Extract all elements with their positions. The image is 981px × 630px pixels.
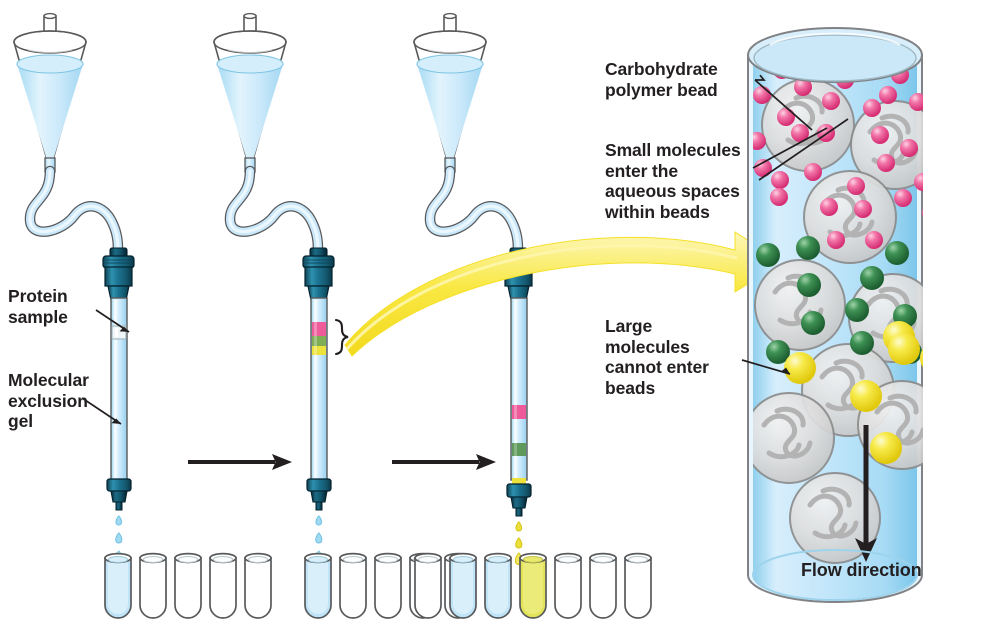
stage-3-reservoir: [413, 12, 524, 258]
collection-tube: [244, 552, 272, 619]
large-molecules-label: Large molecules cannot enter beads: [605, 316, 709, 398]
stage-2-to-3-arrow: [392, 454, 496, 470]
protein-sample-label: Protein sample: [8, 286, 68, 327]
apparatus-stage-1: [13, 12, 272, 619]
stage-2-collection-tubes: [304, 552, 472, 619]
magnify-arrow: [344, 231, 783, 357]
detail-leader-lines: [741, 74, 849, 375]
carbohydrate-polymer-bead-label: Carbohydrate polymer bead: [605, 59, 718, 100]
bead: [754, 259, 846, 351]
magnified-column-view: [747, 27, 923, 603]
apparatus-stage-3: [413, 12, 652, 619]
stage-1-leader-lines: [81, 309, 130, 425]
stage-2-column: [310, 297, 328, 481]
stage-3-outlet: [506, 483, 532, 517]
collection-tube: [339, 552, 367, 619]
stage-3-collection-tubes: [414, 552, 652, 619]
molecular-exclusion-gel-label: Molecular exclusion gel: [8, 370, 89, 432]
stage-2-reservoir: [213, 12, 324, 258]
stage-2-band-pink: [312, 322, 326, 336]
stage-1-collection-tubes: [104, 552, 272, 619]
collection-tube: [519, 552, 547, 619]
collection-tube: [304, 552, 332, 619]
collection-tube: [374, 552, 402, 619]
collection-tube: [624, 552, 652, 619]
collection-tube: [139, 552, 167, 619]
stage-2-band-green: [312, 336, 326, 346]
collection-tube: [589, 552, 617, 619]
stage-2-column-fitting: [302, 247, 335, 301]
stage-3-column: [510, 297, 528, 490]
stage-1-column: [110, 297, 128, 481]
stage-1-outlet: [106, 478, 132, 511]
stage-1-reservoir: [13, 12, 124, 258]
small-molecules-label: Small molecules enter the aqueous spaces…: [605, 140, 741, 222]
bead: [753, 392, 835, 484]
stage-1-to-2-arrow: [188, 454, 292, 470]
collection-tube: [414, 552, 442, 619]
stage-2-outlet: [306, 478, 332, 511]
stage-1-column-fitting: [102, 247, 135, 301]
stage-3-band-green: [512, 443, 526, 456]
stage-2-band-yellow: [312, 346, 326, 355]
flow-direction-label: Flow direction: [801, 560, 922, 580]
stage-3-band-pink: [512, 405, 526, 419]
flow-arrow: [855, 425, 877, 562]
collection-tube: [554, 552, 582, 619]
collection-tube: [104, 552, 132, 619]
stage-2-brace: [334, 318, 349, 356]
yellow-molecules: [784, 321, 923, 464]
collection-tube: [209, 552, 237, 619]
collection-tube: [174, 552, 202, 619]
collection-tube: [484, 552, 512, 619]
collection-tube: [449, 552, 477, 619]
